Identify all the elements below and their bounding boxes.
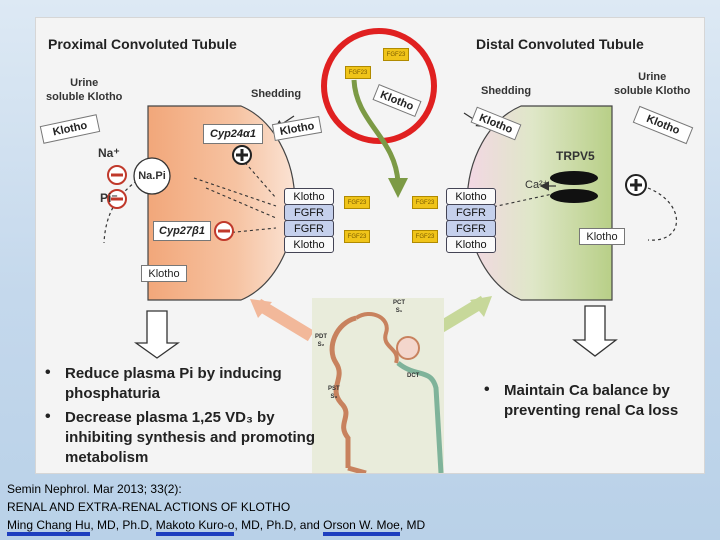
fgf23-tag: FGF23 <box>412 230 438 243</box>
down-arrow-left <box>133 310 181 359</box>
pct-label: PCT S₁ <box>393 300 405 314</box>
trpv5-label: TRPV5 <box>556 149 595 163</box>
author-link[interactable]: Ming Chang Hu <box>7 518 91 536</box>
bullet-item: •Decrease plasma 1,25 VD₃ by inhibiting … <box>45 408 315 466</box>
urine-soluble-klotho-left: Urine soluble Klotho <box>46 77 123 103</box>
fgf23-tag: FGF23 <box>383 48 409 61</box>
nephron-illustration <box>312 298 444 473</box>
proximal-title: Proximal Convoluted Tubule <box>48 36 237 52</box>
membrane-fgfr: FGFR <box>446 220 496 237</box>
citation-journal: Semin Nephrol. Mar 2013; 33(2): <box>7 482 182 496</box>
fgf23-path-arrow <box>351 79 401 184</box>
fgf23-tag: FGF23 <box>412 196 438 209</box>
shedding-right-label: Shedding <box>481 85 532 97</box>
diagram-graphics <box>103 28 677 473</box>
membrane-klotho: Klotho <box>284 188 334 205</box>
minus-icon <box>214 221 234 241</box>
basolateral-klotho-left: Klotho <box>141 265 187 282</box>
bullet-item: •Reduce plasma Pi by inducing phosphatur… <box>45 364 282 402</box>
highlight-circle <box>321 28 437 144</box>
membrane-klotho: Klotho <box>284 236 334 253</box>
membrane-fgfr: FGFR <box>446 204 496 221</box>
citation-title: RENAL AND EXTRA-RENAL ACTIONS OF KLOTHO <box>7 500 291 514</box>
membrane-fgfr: FGFR <box>284 220 334 237</box>
membrane-klotho: Klotho <box>446 236 496 253</box>
pst-label: PST S₃ <box>328 386 340 400</box>
pdt-label: PDT S₂ <box>315 334 327 348</box>
fgf23-tag: FGF23 <box>344 230 370 243</box>
bullet-item: •Maintain Ca balance by preventing renal… <box>484 381 679 419</box>
napi-label: Na.Pi <box>138 170 166 182</box>
plus-icon <box>232 145 252 165</box>
urine-soluble-klotho-right: Urine soluble Klotho <box>614 71 691 97</box>
minus-icon <box>107 189 127 209</box>
membrane-klotho: Klotho <box>446 188 496 205</box>
fgf23-tag: FGF23 <box>345 66 371 79</box>
fgf23-tag: FGF23 <box>344 196 370 209</box>
membrane-fgfr: FGFR <box>284 204 334 221</box>
basolateral-klotho-right: Klotho <box>579 228 625 245</box>
cyp24-box: Cyp24α1 <box>203 124 263 144</box>
author-link[interactable]: Orson W. Moe <box>323 518 400 536</box>
minus-icon <box>107 165 127 185</box>
down-arrow-right <box>572 305 618 357</box>
plus-icon <box>625 174 647 196</box>
author-link[interactable]: Makoto Kuro-o <box>155 518 235 536</box>
napi-transporter <box>133 157 171 195</box>
shedding-left-label: Shedding <box>251 88 302 100</box>
sodium-label: Na⁺ <box>98 146 120 160</box>
phosphate-label: Pi⁻ <box>100 191 118 205</box>
figure-panel: Proximal Convoluted Tubule Distal Convol… <box>35 17 705 474</box>
distal-title: Distal Convoluted Tubule <box>476 36 644 52</box>
calcium-label: Ca²⁺ <box>525 179 549 191</box>
dct-label: DCT <box>407 373 420 379</box>
citation-authors: Ming Chang Hu, MD, Ph.D, Makoto Kuro-o, … <box>7 518 425 536</box>
cyp27-box: Cyp27β1 <box>153 221 211 241</box>
